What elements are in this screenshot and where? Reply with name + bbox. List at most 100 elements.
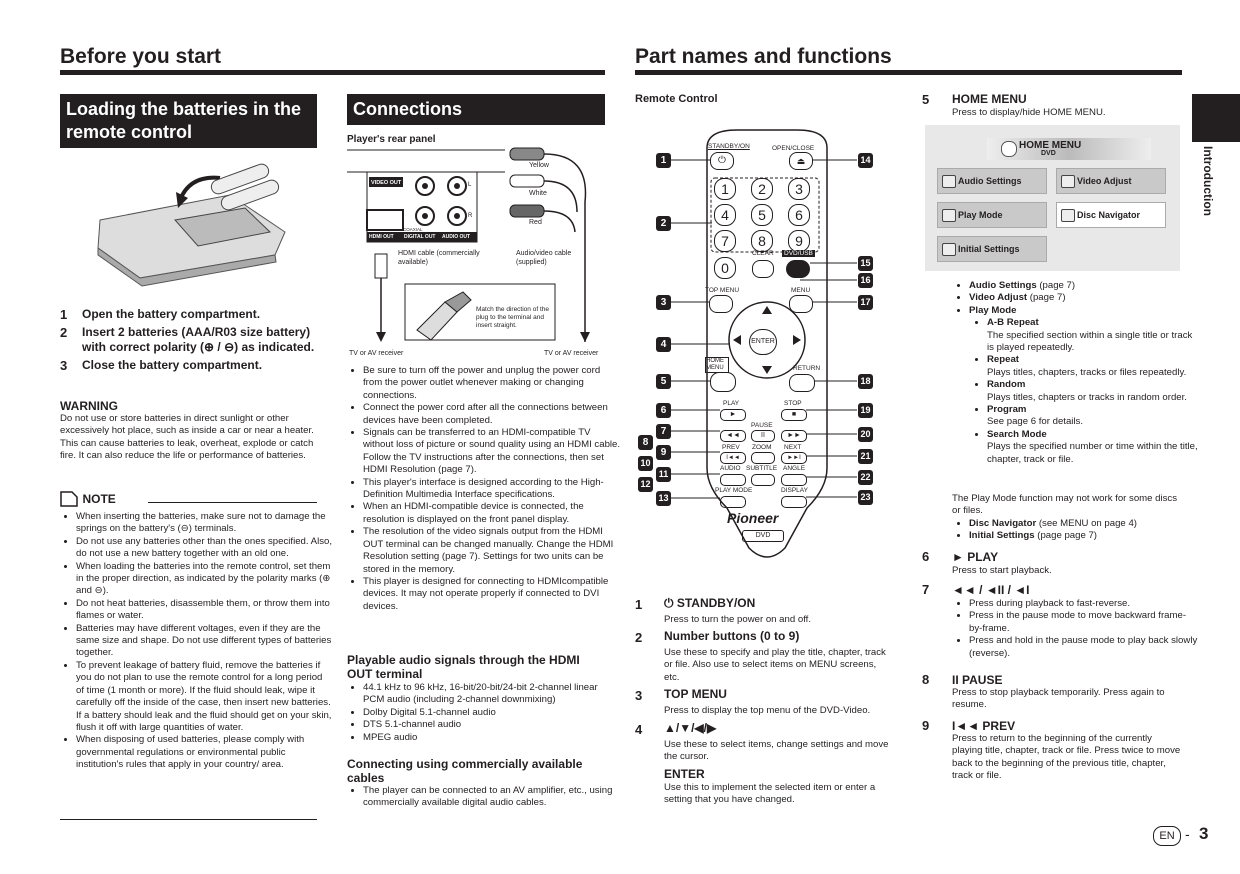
audio-button[interactable] bbox=[720, 474, 746, 486]
zoom-button[interactable] bbox=[751, 452, 775, 464]
disc-navigator-icon bbox=[1061, 209, 1075, 222]
battery-loading-illustration bbox=[97, 163, 286, 287]
monitor-icon bbox=[1061, 175, 1075, 188]
home-menu-play-mode[interactable]: Play Mode bbox=[937, 202, 1047, 228]
connection-diagram bbox=[347, 147, 590, 342]
angle-label: ANGLE bbox=[783, 465, 806, 472]
prev-button[interactable]: I◄◄ bbox=[720, 452, 746, 464]
digit-button-5[interactable]: 5 bbox=[751, 204, 773, 226]
item-1: 1 ⏻ STANDBY/ON Press to turn the power o… bbox=[635, 596, 890, 626]
angle-button[interactable] bbox=[781, 474, 807, 486]
subtitle-button[interactable] bbox=[751, 474, 775, 486]
zoom-label: ZOOM bbox=[752, 444, 772, 451]
stop-button[interactable]: ■ bbox=[781, 409, 807, 421]
pause-button[interactable]: II bbox=[751, 430, 775, 442]
warning-text: Do not use or store batteries in direct … bbox=[60, 413, 314, 462]
playable-item: MPEG audio bbox=[363, 732, 621, 744]
sub-text: The specified section within a single ti… bbox=[987, 329, 1193, 354]
play-mode-icon bbox=[942, 209, 956, 222]
callout-8: 8 bbox=[638, 435, 653, 450]
standby-button[interactable]: ⏻ bbox=[710, 152, 734, 170]
note-item: When loading the batteries into the remo… bbox=[76, 561, 333, 598]
callout-1: 1 bbox=[656, 153, 671, 168]
return-button[interactable] bbox=[789, 374, 815, 392]
home-menu-screen-title: HOME MENU bbox=[1019, 140, 1082, 151]
power-icon: ⏻ bbox=[664, 596, 677, 610]
digit-button-3[interactable]: 3 bbox=[788, 178, 810, 200]
play-button[interactable]: ► bbox=[720, 409, 746, 421]
home-menu-audio-settings[interactable]: Audio Settings bbox=[937, 168, 1047, 194]
note-list: When inserting the batteries, make sure … bbox=[60, 511, 333, 772]
home-menu-disc-navigator[interactable]: Disc Navigator bbox=[1056, 202, 1166, 228]
connecting-item: The player can be connected to an AV amp… bbox=[363, 785, 621, 810]
item-7-bullet: Press and hold in the pause mode to play… bbox=[969, 635, 1199, 660]
audio-label: AUDIO bbox=[720, 465, 741, 472]
sub-text: See page 6 for details. bbox=[987, 416, 1084, 428]
note-rule bbox=[148, 502, 317, 503]
callout-21: 21 bbox=[858, 449, 873, 464]
forward-button[interactable]: ►► bbox=[781, 430, 807, 442]
display-button[interactable] bbox=[781, 496, 807, 508]
digit-button-7[interactable]: 7 bbox=[714, 230, 736, 252]
menu-button[interactable] bbox=[789, 295, 813, 313]
home-menu-banner: HOME MENU DVD bbox=[987, 138, 1151, 160]
page-title-right: Part names and functions bbox=[635, 45, 892, 68]
standby-label: STANDBY/ON bbox=[708, 143, 750, 150]
digit-button-4[interactable]: 4 bbox=[714, 204, 736, 226]
home-list-label: Audio Settings bbox=[969, 280, 1037, 291]
play-mode-button[interactable] bbox=[720, 496, 746, 508]
home-list-suffix: (see MENU on page 4) bbox=[1036, 518, 1137, 529]
clear-label: CLEAR bbox=[752, 250, 774, 257]
item-4: 4 ▲/▼/◀/▶ Use these to select items, cha… bbox=[635, 721, 890, 764]
next-button[interactable]: ►►I bbox=[781, 452, 807, 464]
playable-title: Playable audio signals through the HDMI … bbox=[347, 653, 580, 681]
digit-button-6[interactable]: 6 bbox=[788, 204, 810, 226]
digit-button-8[interactable]: 8 bbox=[751, 230, 773, 252]
pioneer-logo: Pioneer bbox=[727, 510, 779, 526]
callout-2: 2 bbox=[656, 216, 671, 231]
batteries-title-1: Loading the batteries in the bbox=[66, 99, 302, 119]
top-menu-label: TOP MENU bbox=[705, 287, 740, 294]
home-list-2: Disc Navigator (see MENU on page 4) Init… bbox=[953, 518, 1199, 543]
digit-button-0[interactable]: 0 bbox=[714, 257, 736, 279]
callout-10: 10 bbox=[638, 456, 653, 471]
white-label: White bbox=[529, 190, 547, 197]
home-list-suffix: (page 7) bbox=[1036, 280, 1076, 291]
dvd-usb-label: DVD/USB bbox=[782, 250, 815, 257]
callout-11: 11 bbox=[656, 467, 671, 482]
clear-button[interactable] bbox=[752, 260, 774, 278]
item-2: 2 Number buttons (0 to 9) Use these to s… bbox=[635, 629, 890, 684]
return-label: RETURN bbox=[793, 365, 821, 372]
step-text: Close the battery compartment. bbox=[82, 358, 263, 372]
open-close-label: OPEN/CLOSE bbox=[772, 145, 815, 152]
sub-label: Repeat bbox=[987, 354, 1019, 366]
item-desc: Use these to select items, change settin… bbox=[664, 739, 889, 763]
home-menu-video-adjust[interactable]: Video Adjust bbox=[1056, 168, 1166, 194]
item-number: 3 bbox=[635, 688, 643, 703]
dvd-usb-button[interactable] bbox=[786, 260, 810, 278]
open-close-button[interactable]: ⏏ bbox=[789, 152, 813, 170]
top-menu-button[interactable] bbox=[709, 295, 733, 313]
play-mode-note: The Play Mode function may not work for … bbox=[952, 493, 1178, 517]
prev-label: PREV bbox=[722, 444, 740, 451]
step-number: 2 bbox=[60, 325, 68, 340]
connections-bullets: Be sure to turn off the power and unplug… bbox=[347, 365, 621, 613]
connecting-list: The player can be connected to an AV amp… bbox=[347, 785, 621, 810]
sub-label: Program bbox=[987, 404, 1027, 416]
home-menu-initial-settings[interactable]: Initial Settings bbox=[937, 236, 1047, 262]
enter-button[interactable]: ENTER bbox=[749, 329, 777, 355]
connecting-title: Connecting using commercially available … bbox=[347, 757, 583, 785]
menu-label: Initial Settings bbox=[958, 244, 1020, 254]
callout-17: 17 bbox=[858, 295, 873, 310]
note-item: When disposing of used batteries, please… bbox=[76, 734, 333, 771]
digit-button-1[interactable]: 1 bbox=[714, 178, 736, 200]
reverse-button[interactable]: ◄◄ bbox=[720, 430, 746, 442]
play-label: PLAY bbox=[723, 400, 740, 407]
home-menu-button[interactable] bbox=[710, 372, 736, 392]
item-5-desc: Press to display/hide HOME MENU. bbox=[952, 107, 1106, 118]
speaker-icon bbox=[942, 175, 956, 188]
callout-16: 16 bbox=[858, 273, 873, 288]
digit-button-2[interactable]: 2 bbox=[751, 178, 773, 200]
item-8-number: 8 bbox=[922, 672, 930, 687]
